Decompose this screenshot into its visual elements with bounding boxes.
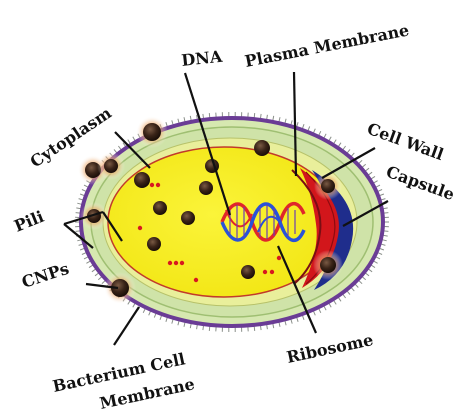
dna-label: DNA: [180, 47, 223, 70]
nanoparticle: [241, 265, 255, 279]
pili-label: Pili: [11, 207, 46, 236]
cell-wall-label: Cell Wall: [365, 119, 446, 164]
nanoparticle: [153, 201, 167, 215]
nanoparticle: [143, 123, 161, 141]
cytoplasm-region: [108, 147, 340, 297]
nanoparticle: [320, 257, 336, 273]
nanoparticle: [104, 159, 118, 173]
nanoparticle: [134, 172, 150, 188]
nanoparticle: [199, 181, 213, 195]
nanoparticle: [321, 179, 335, 193]
ribosome-label: Ribosome: [285, 330, 375, 367]
nanoparticle: [181, 211, 195, 225]
nanoparticle: [147, 237, 161, 251]
cnps-label: CNPs: [19, 259, 71, 292]
nanoparticle: [254, 140, 270, 156]
plasma-membrane-label: Plasma Membrane: [243, 20, 411, 71]
capsule-label: Capsule: [384, 162, 457, 204]
